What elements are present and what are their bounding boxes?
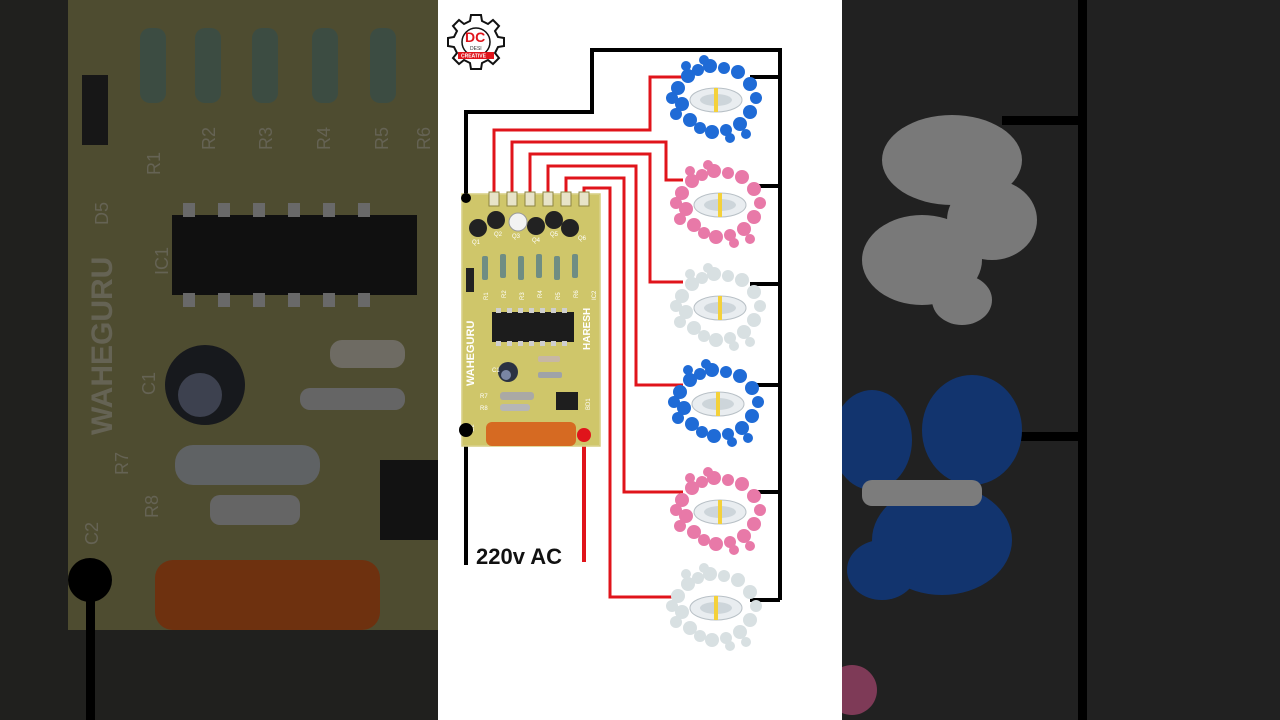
r5-label: R5 (556, 292, 562, 300)
led-bunch-pink (669, 466, 767, 556)
led-bunch-pink (669, 159, 767, 249)
pcb-name-waheguru: WAHEGURU (465, 321, 477, 386)
r6-label: R6 (574, 290, 580, 298)
brand-logo: DC DESI CREATIVE (447, 14, 505, 70)
black-pcb-terminal (461, 193, 471, 203)
resistor-row (482, 254, 578, 280)
zoomed-c1-label: C1 (139, 372, 159, 395)
r3-label: R3 (520, 292, 526, 300)
r7-label: R7 (480, 394, 488, 400)
background-right-zoomed-leds (842, 0, 1280, 720)
zoomed-leds-illustration (842, 0, 1280, 720)
r1-label: R1 (484, 292, 490, 300)
led-bunch-white (665, 562, 763, 652)
zoomed-r7-label: R7 (112, 452, 132, 475)
zoomed-r8-label: R8 (142, 495, 162, 518)
logo-letters: DC (465, 29, 485, 45)
r4-label: R4 (538, 290, 544, 298)
bridge-rectifier (556, 392, 578, 410)
pcb-board: Q1 Q2 Q3 Q4 Q5 Q6 R1 R2 R3 (461, 191, 601, 447)
zoomed-ic1-label: IC1 (152, 247, 172, 275)
zoomed-pcb-illustration: WAHEGURU R1 R2 R3 R4 R5 R6 D5 IC1 C1 R7 … (0, 0, 438, 720)
wiring-diagram: Q1 Q2 Q3 Q4 Q5 Q6 R1 R2 R3 (447, 14, 782, 652)
ic-chip (492, 312, 574, 342)
logo-banner: CREATIVE (461, 54, 487, 60)
led-bunch-white (669, 262, 767, 352)
zoomed-pcb-name: WAHEGURU (86, 257, 119, 435)
live-terminal-dot (577, 428, 591, 442)
pcb-name-haresh: HARESH (582, 308, 593, 350)
diagram-panel: Q1 Q2 Q3 Q4 Q5 Q6 R1 R2 R3 (438, 0, 842, 720)
supply-label: 220v AC (476, 544, 562, 569)
q3-label: Q3 (512, 234, 521, 240)
zoomed-r4-label: R4 (314, 127, 334, 150)
ic2-label: IC2 (592, 290, 598, 300)
capacitor-c2 (486, 422, 576, 446)
red-channel-wires (492, 75, 683, 599)
logo-small-text: DESI (470, 46, 482, 52)
r2-label: R2 (502, 290, 508, 298)
q1-label: Q1 (472, 240, 481, 246)
q6-label: Q6 (578, 236, 587, 242)
zoomed-r1-label: R1 (144, 152, 164, 175)
led-bunch-blue (667, 358, 765, 448)
bd1-label: BD1 (586, 398, 592, 410)
q5-label: Q5 (550, 232, 559, 238)
black-common-wire (464, 48, 782, 600)
zoomed-c2-label: C2 (82, 522, 102, 545)
led-bunches (665, 54, 767, 652)
background-left-zoomed-pcb: WAHEGURU R1 R2 R3 R4 R5 R6 D5 IC1 C1 R7 … (0, 0, 438, 720)
neutral-terminal-dot (459, 423, 473, 437)
zoomed-r3-label: R3 (256, 127, 276, 150)
r8-label: R8 (480, 406, 488, 412)
c2-label: C2 (470, 424, 476, 432)
q4-label: Q4 (532, 238, 541, 244)
zoomed-d5-label: D5 (92, 202, 112, 225)
zoomed-r5-label: R5 (372, 127, 392, 150)
zoomed-r6-label: R6 (414, 127, 434, 150)
c1-label: C1 (492, 368, 500, 374)
zoomed-r2-label: R2 (199, 127, 219, 150)
led-bunch-blue (665, 54, 763, 144)
q2-label: Q2 (494, 232, 503, 238)
